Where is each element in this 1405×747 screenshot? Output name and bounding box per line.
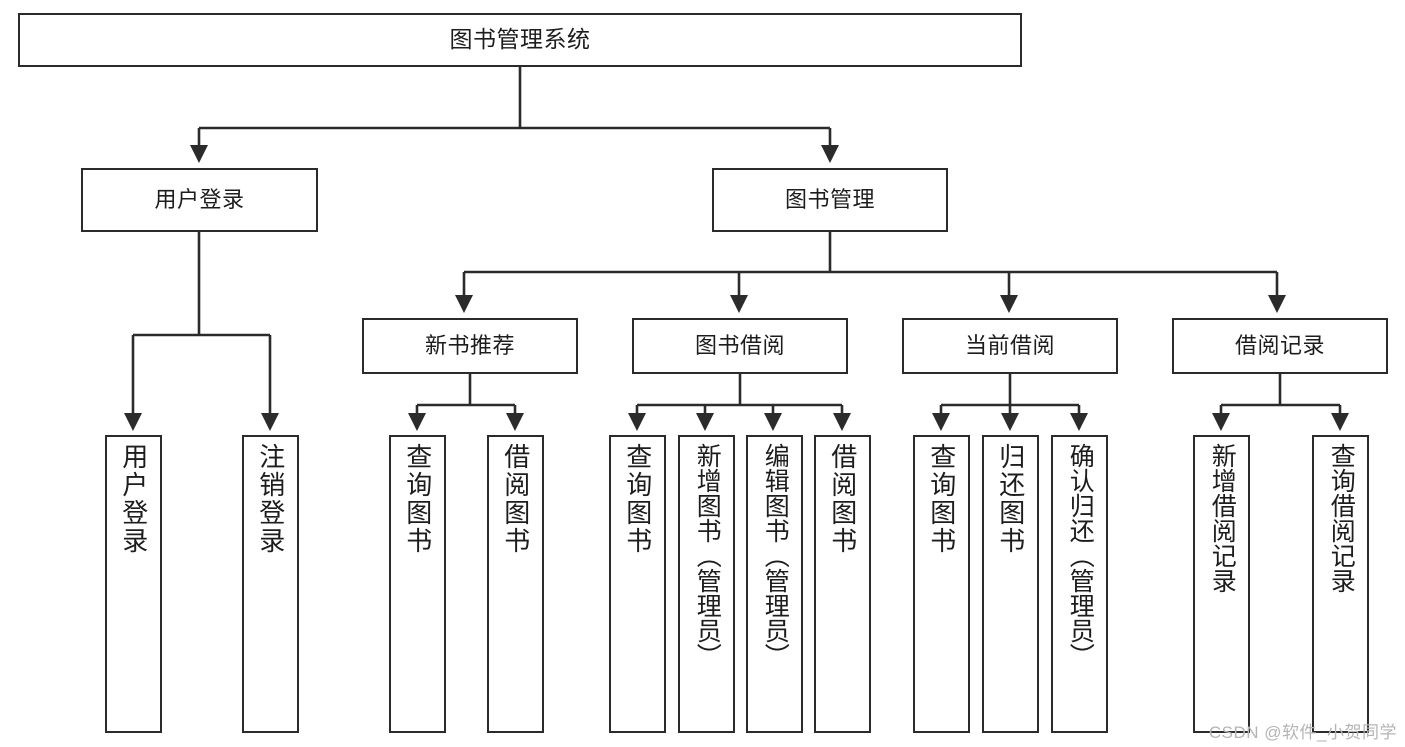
node-user-login[interactable]: 用户登录 xyxy=(81,168,318,232)
node-leaf-add-record-label: 新增借阅记录 xyxy=(1208,443,1237,593)
watermark-text: CSDN @软件_小贺同学 xyxy=(1208,723,1397,742)
node-book-manage-label: 图书管理 xyxy=(784,187,875,213)
node-leaf-query-book-3[interactable]: 查询图书 xyxy=(913,435,970,733)
node-leaf-confirm-return-label: 确认归还（管理员） xyxy=(1066,443,1095,668)
node-leaf-borrow-book-1[interactable]: 借阅图书 xyxy=(487,435,544,733)
node-borrow-record-label: 借阅记录 xyxy=(1234,333,1325,359)
node-current-borrow-label: 当前借阅 xyxy=(964,333,1055,359)
node-leaf-borrow-book-1-label: 借阅图书 xyxy=(500,443,531,555)
node-leaf-edit-book[interactable]: 编辑图书（管理员） xyxy=(746,435,803,733)
node-leaf-query-book-1[interactable]: 查询图书 xyxy=(389,435,446,733)
node-leaf-query-record-label: 查询借阅记录 xyxy=(1327,443,1356,593)
node-current-borrow[interactable]: 当前借阅 xyxy=(902,318,1118,374)
node-leaf-add-book-label: 新增图书（管理员） xyxy=(693,443,722,668)
node-user-login-label: 用户登录 xyxy=(154,187,245,213)
node-book-borrow-label: 图书借阅 xyxy=(694,333,785,359)
node-leaf-query-record[interactable]: 查询借阅记录 xyxy=(1312,435,1369,733)
node-leaf-query-book-1-label: 查询图书 xyxy=(402,443,433,555)
node-leaf-return-book[interactable]: 归还图书 xyxy=(982,435,1039,733)
node-new-book-rec[interactable]: 新书推荐 xyxy=(362,318,578,374)
node-leaf-query-book-2-label: 查询图书 xyxy=(622,443,653,555)
node-leaf-return-book-label: 归还图书 xyxy=(995,443,1026,555)
node-leaf-user-login[interactable]: 用户登录 xyxy=(105,435,162,733)
node-leaf-query-book-2[interactable]: 查询图书 xyxy=(609,435,666,733)
node-book-borrow[interactable]: 图书借阅 xyxy=(632,318,848,374)
node-leaf-add-book[interactable]: 新增图书（管理员） xyxy=(678,435,735,733)
node-new-book-rec-label: 新书推荐 xyxy=(424,333,515,359)
node-leaf-borrow-book-2[interactable]: 借阅图书 xyxy=(814,435,871,733)
node-leaf-edit-book-label: 编辑图书（管理员） xyxy=(761,443,790,668)
node-leaf-query-book-3-label: 查询图书 xyxy=(926,443,957,555)
node-root-system[interactable]: 图书管理系统 xyxy=(18,13,1022,67)
node-borrow-record[interactable]: 借阅记录 xyxy=(1172,318,1388,374)
node-leaf-confirm-return[interactable]: 确认归还（管理员） xyxy=(1051,435,1108,733)
node-leaf-logout-label: 注销登录 xyxy=(255,443,286,555)
node-root-system-label: 图书管理系统 xyxy=(449,26,591,53)
node-leaf-add-record[interactable]: 新增借阅记录 xyxy=(1193,435,1250,733)
node-book-manage[interactable]: 图书管理 xyxy=(712,168,948,232)
node-leaf-logout[interactable]: 注销登录 xyxy=(242,435,299,733)
node-leaf-user-login-label: 用户登录 xyxy=(118,443,149,555)
node-leaf-borrow-book-2-label: 借阅图书 xyxy=(827,443,858,555)
